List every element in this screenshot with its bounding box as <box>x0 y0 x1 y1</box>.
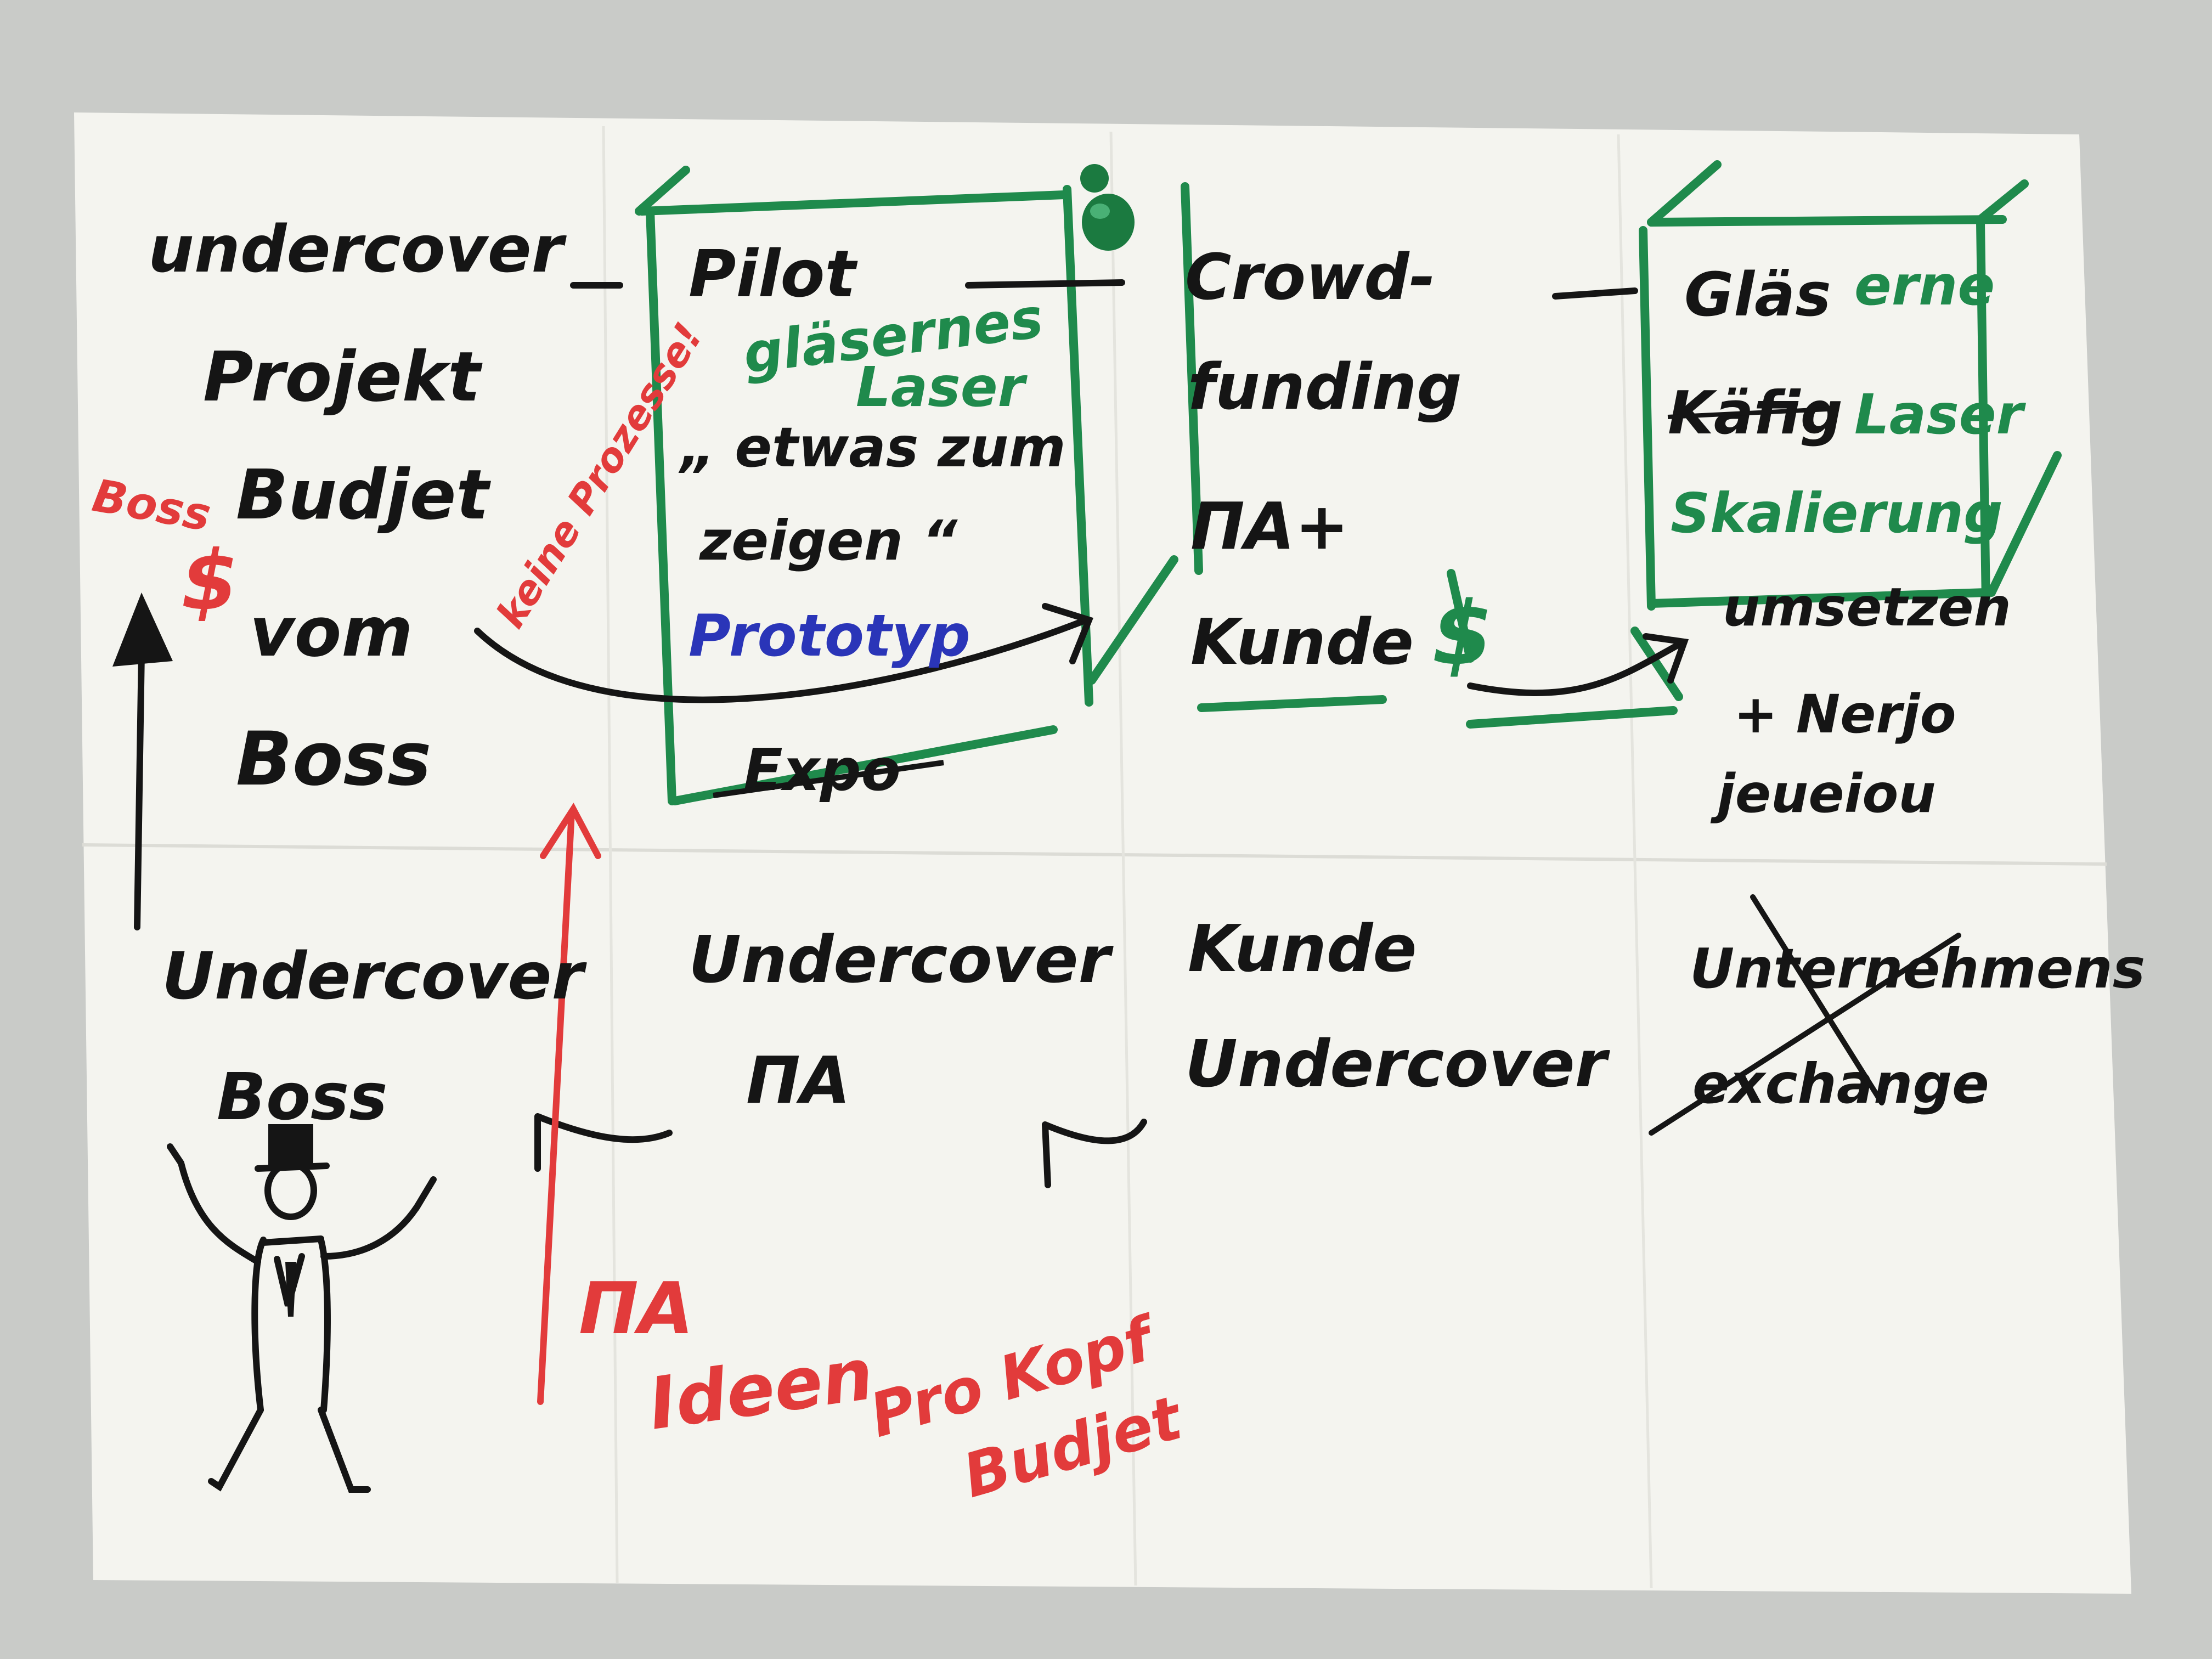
tie-icon <box>285 1262 296 1317</box>
text-etwas-zum: „ etwas zum <box>678 415 1066 479</box>
arrow-from-kunde <box>1042 1119 1147 1188</box>
text-glaes: Gläs <box>1684 259 1831 330</box>
note-pa-red: ПА <box>579 1267 693 1350</box>
dash-pilot-crowdfunding <box>965 279 1125 289</box>
text-pa-plus: ПА+ <box>1190 488 1349 564</box>
text-pa-bottom: ПА <box>746 1042 850 1118</box>
text-kunde-top: Kunde <box>1190 606 1414 679</box>
note-prototyp: Prototyp <box>689 602 970 669</box>
text-undercover: undercover <box>148 211 567 287</box>
note-laser-right: Laser <box>1854 382 2027 447</box>
fold-line-horizontal <box>82 843 2107 866</box>
text-boss-bottom: Boss <box>217 1059 387 1135</box>
note-laser: Laser <box>856 355 1028 419</box>
arrow-boss-to-kunde <box>474 617 1090 703</box>
text-vom: vom <box>250 592 413 672</box>
svg-text:$: $ <box>1432 582 1493 685</box>
boss-stick-figure-icon <box>167 1124 437 1493</box>
fold-line-vertical-1 <box>602 126 619 1583</box>
note-erne: erne <box>1854 253 1995 318</box>
text-jeueiou: jeueiou <box>1710 763 1936 825</box>
text-pilot: Pilot <box>689 236 858 312</box>
text-undercover-bottom-1: Undercover <box>162 938 587 1014</box>
fold-line-vertical-2 <box>1109 131 1137 1586</box>
text-undercover-bottom-2: Undercover <box>689 922 1114 997</box>
dash-crowdfunding-glass <box>1552 287 1638 300</box>
fold-line-vertical-3 <box>1617 134 1653 1589</box>
dollar-sign-green-icon: $ <box>1432 582 1493 685</box>
text-undercover-bottom-3: Undercover <box>1185 1026 1610 1102</box>
glass-cage-box <box>1466 160 2062 729</box>
dollar-sign-red-icon: $ <box>181 533 238 629</box>
note-skalierung: Skalierung <box>1671 481 2003 545</box>
text-umsetzen: umsetzen <box>1723 577 2011 638</box>
text-projekt: Projekt <box>203 337 483 417</box>
arrow-up-boss <box>134 650 145 930</box>
text-kunde-bottom: Kunde <box>1188 911 1417 986</box>
text-zeigen: zeigen “ <box>699 509 958 573</box>
connectors <box>134 279 1689 1188</box>
arrow-kunde-to-glass <box>1467 641 1682 696</box>
text-funding: funding <box>1188 351 1462 424</box>
text-boss: Boss <box>236 716 431 802</box>
red-up-arrow <box>537 803 601 1405</box>
text-nerjo: + Nerjo <box>1734 684 1956 745</box>
arrow-up-boss-head <box>112 592 173 667</box>
strike-expo <box>713 760 944 798</box>
text-exchange: exchange <box>1692 1052 1989 1116</box>
text-budjet: Budjet <box>236 455 491 535</box>
crowdfunding-box-lines <box>1087 182 1475 712</box>
svg-text:$: $ <box>181 533 238 629</box>
pushpin-icon <box>1080 164 1135 251</box>
strike-kaefig <box>1667 407 1838 419</box>
text-unternehmens: Unternehmens <box>1690 936 2145 1001</box>
cross-out-mark <box>1649 894 1961 1136</box>
text-crowd: Crowd- <box>1185 241 1435 314</box>
